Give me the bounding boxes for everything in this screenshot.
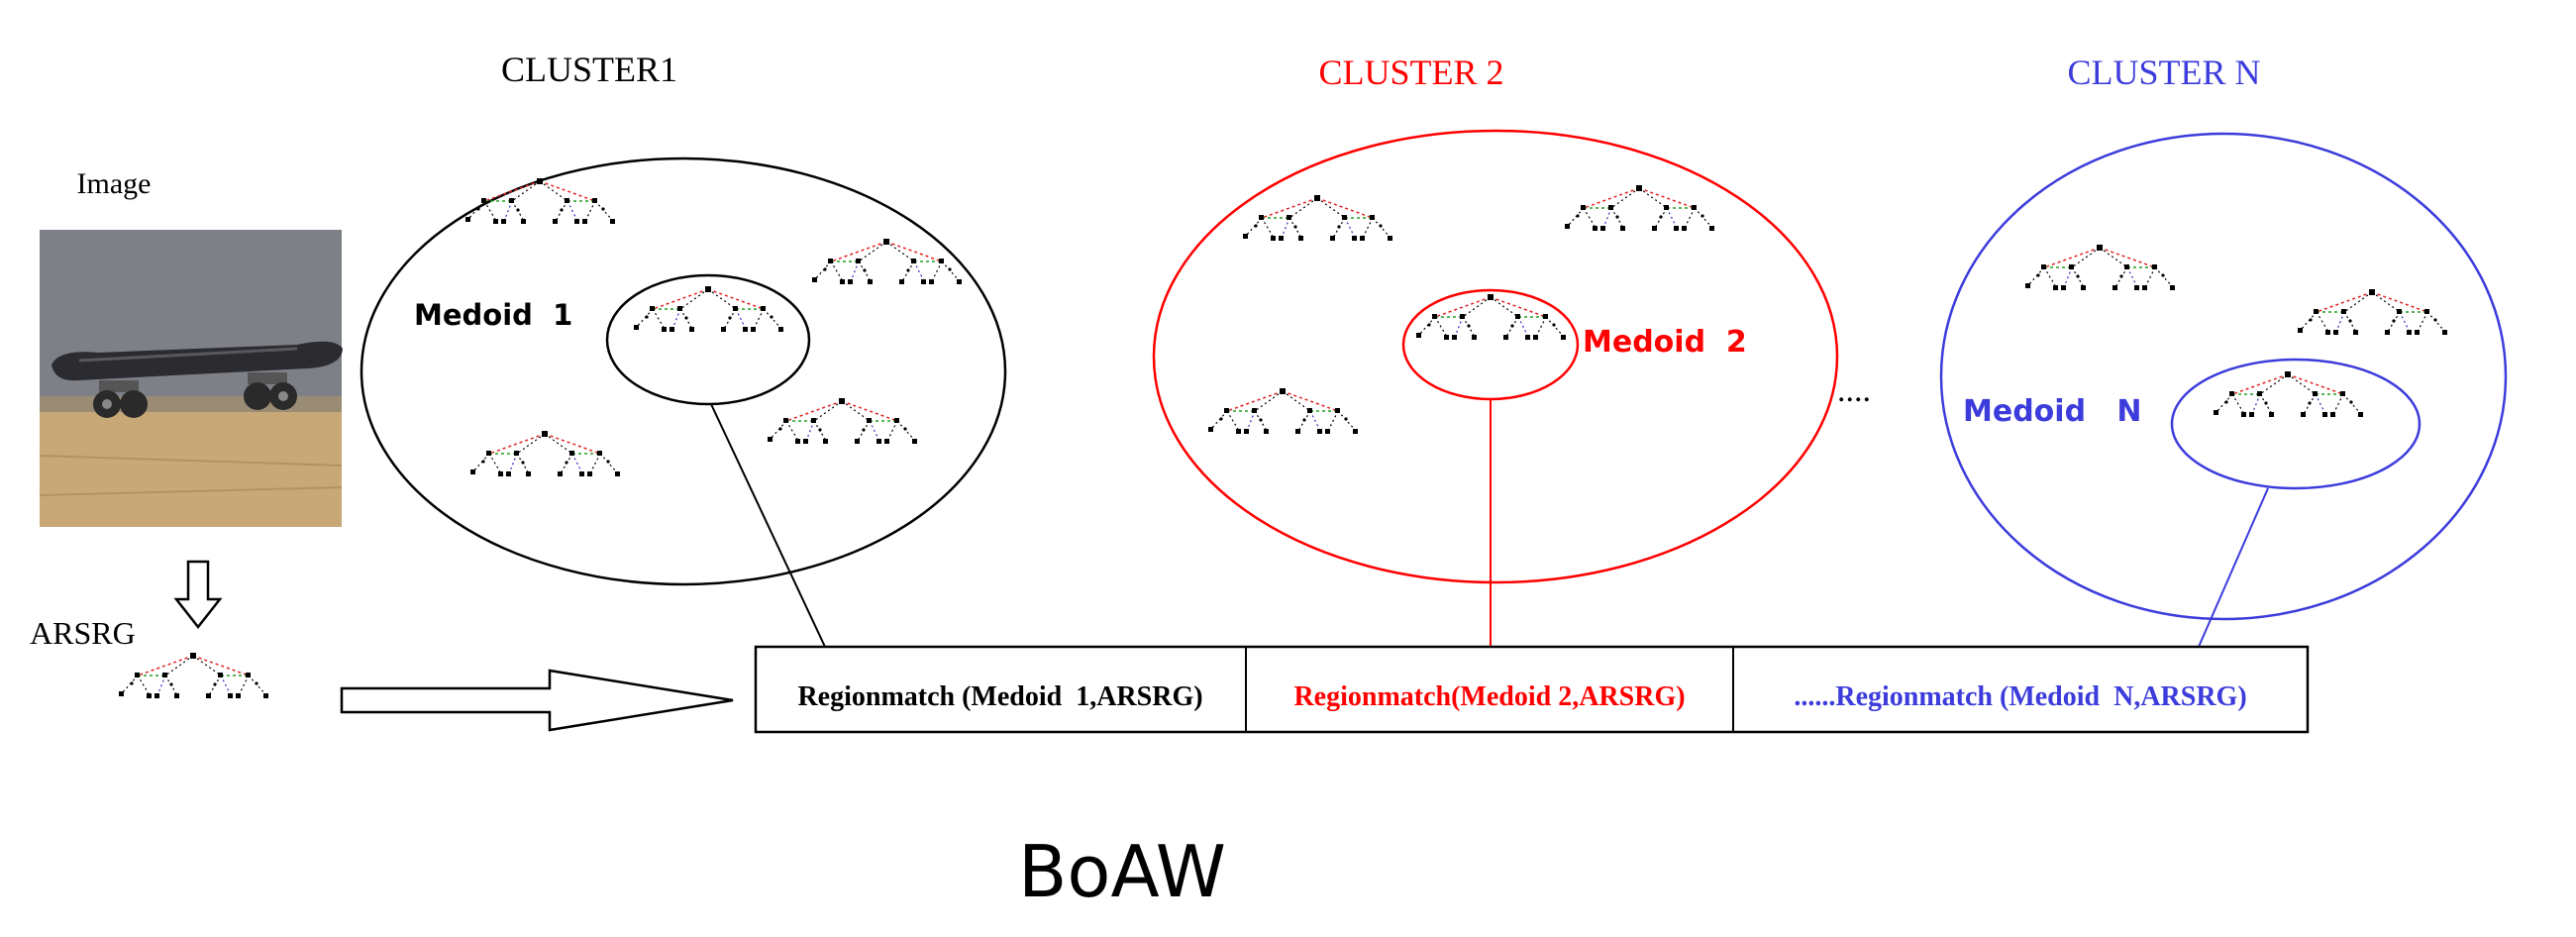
medoid-2-label: Medoid 2 [1583,325,1747,360]
input-image-skateboard [39,230,343,527]
medoid-n-label: Medoid N [1963,394,2141,429]
medoid-n-graph [2213,370,2364,418]
vector-cell-n: ......Regionmatch (Medoid N,ARSRG) [1794,681,2246,712]
cluster-1-title: CLUSTER1 [501,50,677,89]
cluster-2-graph [1242,194,1393,242]
arsrg-label: ARSRG [30,615,136,651]
cluster-1-graph [469,430,621,477]
down-arrow-icon [173,560,223,630]
cluster-2-title: CLUSTER 2 [1318,52,1503,92]
image-label: Image [77,167,152,200]
cluster-n-ellipse [1939,132,2508,621]
boaw-vector [754,645,2310,734]
cluster-n-title: CLUSTER N [2067,52,2260,92]
connector-medoid-n [2198,487,2269,648]
cluster-n-graph [2297,288,2448,336]
cluster-2-graph [1207,387,1359,435]
connector-medoid-1 [710,403,826,648]
cluster-1-graph [811,238,963,285]
right-arrow-icon [340,669,734,732]
medoid-1-ellipse [605,273,811,406]
arsrg-graph [118,652,269,699]
diagram-caption: BoAW [1018,830,1226,913]
cluster-1-ellipse [360,156,1007,586]
cluster-2-ellipse [1152,129,1839,584]
vector-cell-1: Regionmatch (Medoid 1,ARSRG) [797,681,1202,712]
cluster-1-graph [767,397,918,445]
cluster-2-graph [1564,184,1715,232]
medoid-2-ellipse [1401,288,1580,401]
medoid-n-ellipse [2170,358,2421,490]
ellipsis-text: .... [1837,372,1871,409]
medoid-1-label: Medoid 1 [414,298,572,332]
vector-cell-2: Regionmatch(Medoid 2,ARSRG) [1293,681,1685,712]
medoid-1-graph [633,285,784,333]
cluster-n-graph [2024,244,2176,291]
